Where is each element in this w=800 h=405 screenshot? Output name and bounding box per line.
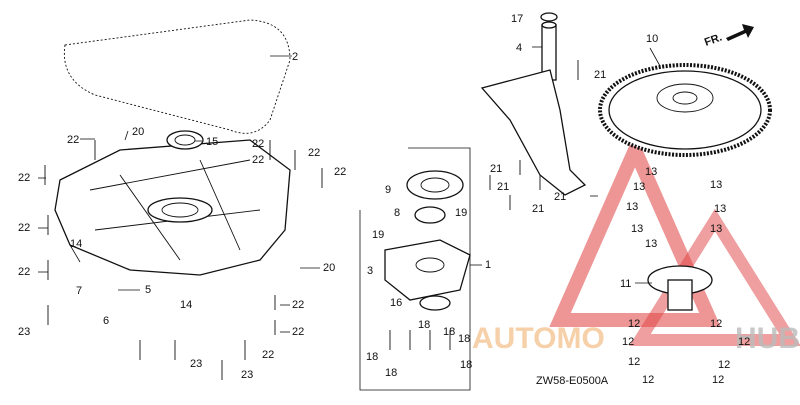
crankcase-cover-part <box>54 139 291 276</box>
callout-21: 21 <box>594 69 606 81</box>
watermark-suffix: HUB <box>735 322 800 355</box>
callout-22: 22 <box>18 266 30 278</box>
group-outline <box>359 147 471 391</box>
callout-23: 23 <box>241 369 253 381</box>
callout-19: 19 <box>372 229 384 241</box>
rotor-hub-part <box>647 265 713 311</box>
callout-1: 1 <box>485 259 491 271</box>
gasket-part <box>63 19 291 134</box>
callout-14: 14 <box>180 299 192 311</box>
callout-13: 13 <box>626 201 638 213</box>
callout-23: 23 <box>190 358 202 370</box>
callout-22: 22 <box>67 134 79 146</box>
small-gear-part <box>414 206 446 224</box>
callout-18: 18 <box>458 333 470 345</box>
callout-14: 14 <box>70 238 82 250</box>
callout-11: 11 <box>620 278 631 290</box>
callout-12: 12 <box>718 359 730 371</box>
callout-6: 6 <box>103 315 109 327</box>
callout-22: 22 <box>334 166 346 178</box>
callout-13: 13 <box>710 223 722 235</box>
callout-7: 7 <box>76 285 82 297</box>
callout-22: 22 <box>18 222 30 234</box>
callout-22: 22 <box>262 349 274 361</box>
callout-21: 21 <box>532 203 544 215</box>
oil-seal-part <box>166 130 204 150</box>
callout-4: 4 <box>516 42 522 54</box>
callout-12: 12 <box>712 374 724 386</box>
flywheel-part <box>598 63 772 157</box>
callout-18: 18 <box>460 359 472 371</box>
bearing-part <box>419 295 451 311</box>
washer-part <box>540 12 558 22</box>
direction-indicator: FR. <box>703 24 754 49</box>
callout-20: 20 <box>323 262 335 274</box>
callout-23: 23 <box>18 326 30 338</box>
leader-lines <box>38 46 661 333</box>
callout-8: 8 <box>394 207 400 219</box>
callout-13: 13 <box>645 166 657 178</box>
shaft-part <box>480 21 587 196</box>
callout-22: 22 <box>252 138 264 150</box>
callout-12: 12 <box>710 318 722 330</box>
callout-22: 22 <box>252 154 264 166</box>
callout-22: 22 <box>292 299 304 311</box>
callout-13: 13 <box>645 238 657 250</box>
callout-12: 12 <box>628 356 640 368</box>
callout-12: 12 <box>622 336 634 348</box>
callout-15: 15 <box>206 136 218 148</box>
callout-13: 13 <box>633 181 645 193</box>
callouts: 2 22 20 15 22 22 22 22 22 22 22 14 7 6 5… <box>18 13 750 386</box>
callout-16: 16 <box>390 297 402 309</box>
callout-2: 2 <box>292 51 298 63</box>
pump-housing-part <box>384 239 471 301</box>
callout-13: 13 <box>714 203 726 215</box>
callout-18: 18 <box>418 319 430 331</box>
callout-21: 21 <box>490 163 502 175</box>
callout-12: 12 <box>642 374 654 386</box>
drawing-code: ZW58-E0500A <box>536 375 609 387</box>
callout-13: 13 <box>710 179 722 191</box>
callout-22: 22 <box>18 172 30 184</box>
callout-21: 21 <box>497 181 509 193</box>
callout-18: 18 <box>443 326 455 338</box>
callout-18: 18 <box>366 351 378 363</box>
callout-20: 20 <box>132 126 144 138</box>
callout-12: 12 <box>738 336 750 348</box>
callout-22: 22 <box>308 147 320 159</box>
callout-3: 3 <box>367 265 373 277</box>
callout-21: 21 <box>554 191 566 203</box>
gear-part <box>406 170 464 200</box>
watermark-triangle-large <box>549 132 721 327</box>
bolts <box>44 60 579 380</box>
callout-17: 17 <box>511 13 523 25</box>
callout-22: 22 <box>292 326 304 338</box>
callout-18: 18 <box>385 367 397 379</box>
callout-9: 9 <box>385 184 391 196</box>
watermark-text: AUTOMO <box>472 322 605 355</box>
direction-label: FR. <box>703 31 724 48</box>
callout-12: 12 <box>628 318 640 330</box>
front-arrow-icon <box>726 24 754 41</box>
callout-10: 10 <box>646 33 658 45</box>
callout-5: 5 <box>145 284 151 296</box>
callout-13: 13 <box>631 223 643 235</box>
callout-19: 19 <box>455 207 467 219</box>
